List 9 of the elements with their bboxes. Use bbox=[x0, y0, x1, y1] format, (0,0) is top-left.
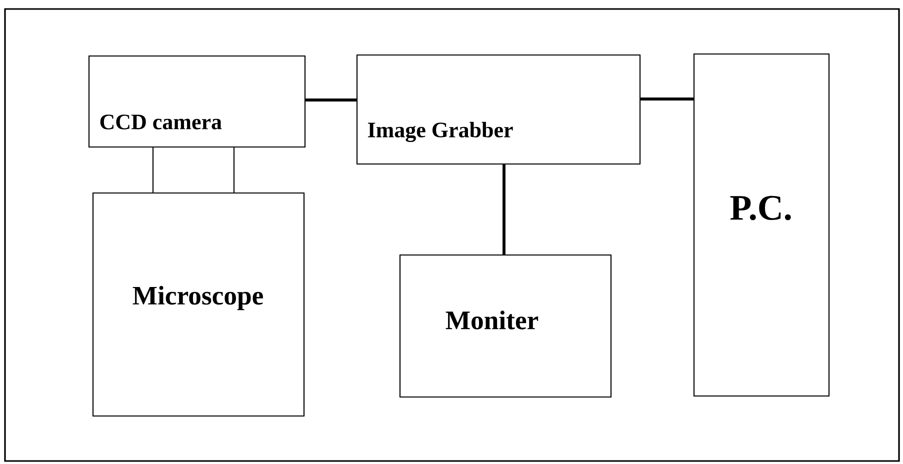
camera-box: CCD camera bbox=[88, 55, 306, 148]
microscope-box: Microscope bbox=[92, 192, 305, 417]
connector-line bbox=[306, 98, 356, 102]
grabber-box: Image Grabber bbox=[356, 54, 641, 165]
monitor-box: Moniter bbox=[399, 254, 612, 398]
connector-line bbox=[640, 98, 694, 100]
pc-box: P.C. bbox=[693, 53, 830, 397]
connector-line bbox=[502, 164, 506, 254]
connector-box bbox=[152, 146, 235, 194]
